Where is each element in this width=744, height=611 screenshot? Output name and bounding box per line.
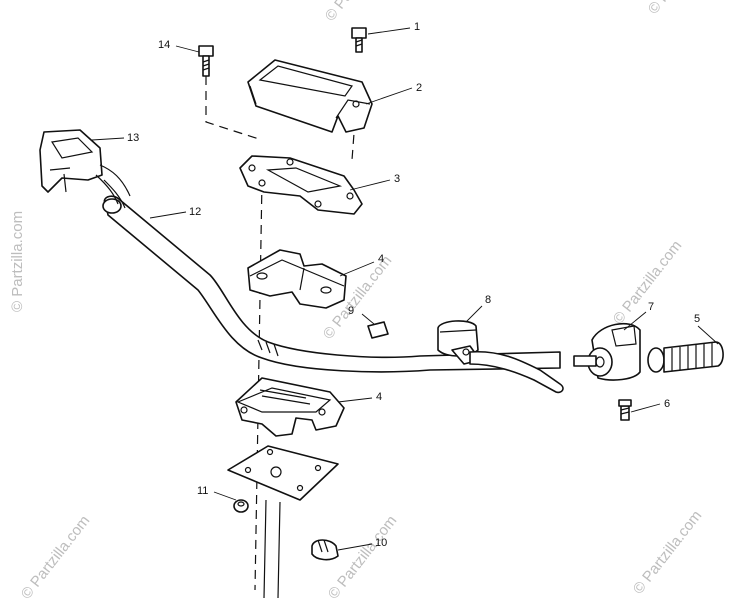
clamp-upper: [247, 249, 347, 309]
nut-11: [233, 499, 249, 513]
watermark: © Partzilla.com: [322, 0, 398, 24]
callout-2: 2: [416, 82, 422, 94]
callout-13: 13: [127, 132, 139, 144]
callout-4-upper: 4: [378, 253, 384, 265]
watermark: © Partzilla.com: [18, 512, 94, 602]
spacer-9: [367, 321, 389, 339]
callout-6: 6: [664, 398, 670, 410]
callout-11: 11: [197, 485, 208, 497]
bolt-14: [198, 45, 214, 77]
callout-1: 1: [414, 21, 420, 33]
callout-5: 5: [694, 313, 700, 325]
watermark: © Partzilla.com: [9, 211, 26, 312]
callout-14: 14: [158, 39, 170, 51]
bolt-1: [351, 27, 367, 53]
leader-lines: [91, 27, 719, 551]
watermark: © Partzilla.com: [645, 0, 721, 17]
callout-10: 10: [375, 537, 387, 549]
steering-post: [263, 499, 281, 599]
handlebar: [102, 195, 561, 373]
handlebar-grip: [647, 341, 724, 373]
watermark: © Partzilla.com: [630, 507, 706, 597]
cable-clamp: [311, 539, 339, 561]
callout-12: 12: [189, 206, 201, 218]
brake-lever-assembly: [437, 320, 564, 394]
callout-7: 7: [648, 301, 654, 313]
throttle-housing: [39, 129, 131, 209]
callout-9: 9: [348, 305, 354, 317]
callout-4-lower: 4: [376, 391, 382, 403]
watermark: © Partzilla.com: [610, 237, 686, 327]
assembly-line-bolt14: [205, 76, 263, 141]
upper-plate: [239, 155, 363, 215]
callout-labels: 1 2 3 4 4 5 6 7 8 9 10 11 12 13 14: [127, 21, 700, 549]
lower-mount-plate: [227, 445, 339, 501]
callout-8: 8: [485, 294, 491, 306]
switch-housing: [573, 322, 641, 381]
handlebar-cover: [247, 59, 373, 133]
screw-6: [618, 399, 632, 421]
callout-3: 3: [394, 173, 400, 185]
clamp-lower: [235, 377, 345, 437]
